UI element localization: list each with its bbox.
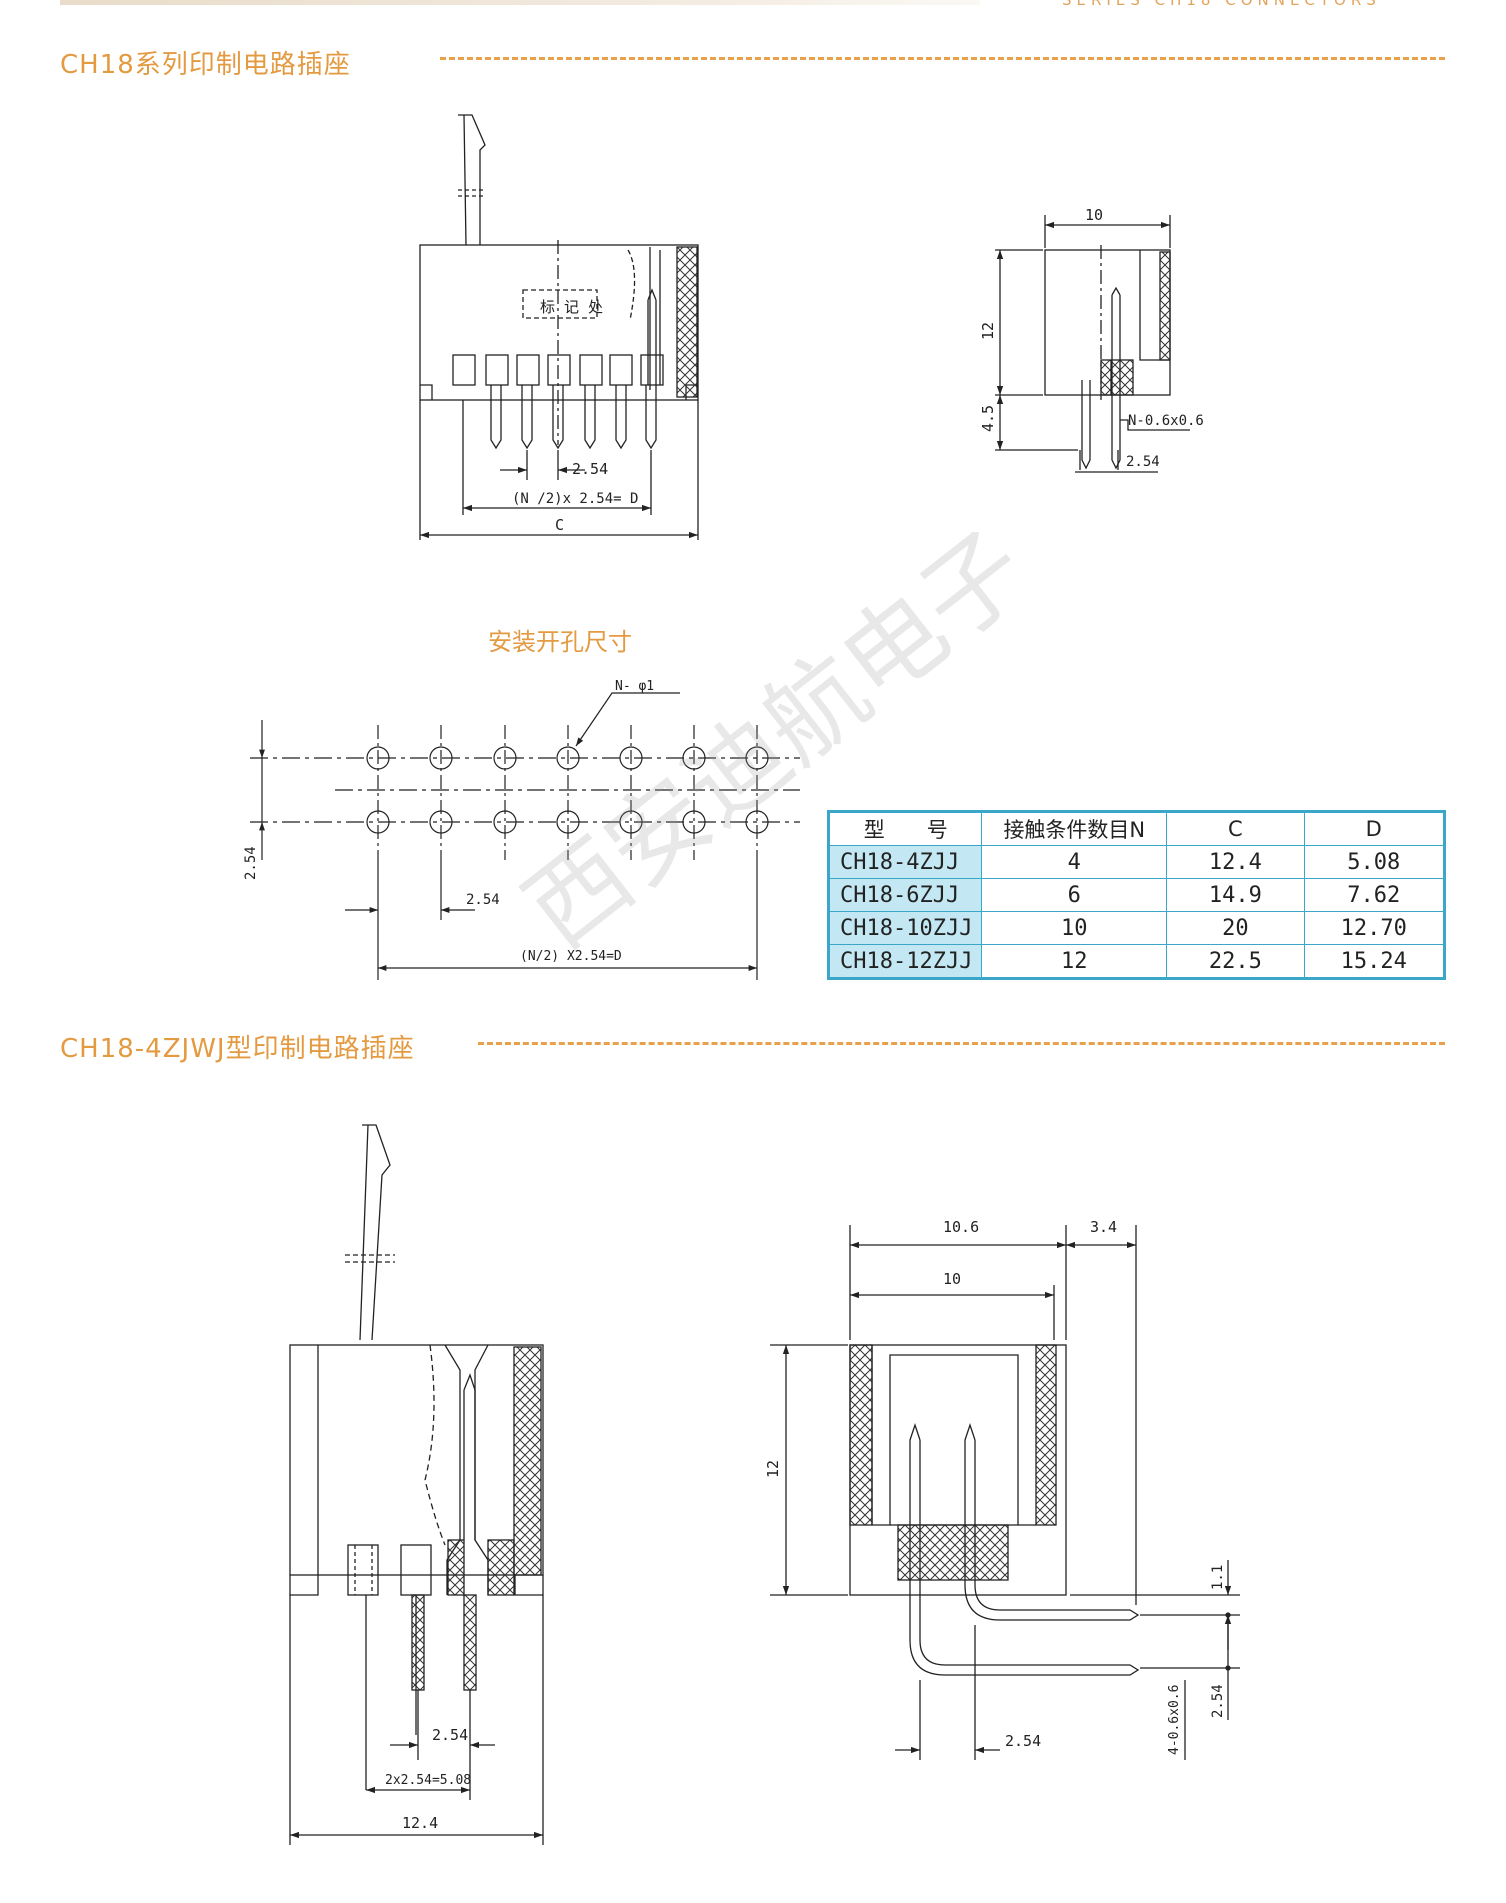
spec-table-header-row: 型 号 接触条件数目N C D	[827, 811, 1446, 846]
s2-front-span: 2x2.54=5.08	[385, 1773, 471, 1788]
table-row: CH18-12ZJJ 12 22.5 15.24	[827, 944, 1446, 979]
s2-side-height: 12	[764, 1460, 782, 1478]
table-row: CH18-10ZJJ 10 20 12.70	[827, 911, 1446, 945]
cell-n: 4	[981, 845, 1168, 879]
cell-d: 7.62	[1303, 878, 1446, 912]
header-model: 型 号	[827, 811, 983, 846]
cell-d: 12.70	[1303, 911, 1446, 945]
s1-marking-label: 标 记 处	[540, 298, 603, 316]
cell-n: 10	[981, 911, 1168, 945]
table-row: CH18-4ZJJ 4 12.4 5.08	[827, 845, 1446, 879]
section1-dash-rule	[440, 57, 1445, 60]
s2-side-gap: 1.1	[1210, 1565, 1226, 1590]
s2-side-outer-width: 10.6	[943, 1218, 979, 1236]
s1-front-pitch: 2.54	[572, 460, 608, 478]
s1-d-formula: (N /2)x 2.54= D	[512, 491, 638, 507]
cell-c: 14.9	[1166, 878, 1305, 912]
section2-dash-rule	[478, 1042, 1445, 1045]
cell-model: CH18-4ZJJ	[827, 845, 983, 879]
s2-side-pitch-bottom: 2.54	[1005, 1732, 1041, 1750]
table-row: CH18-6ZJJ 6 14.9 7.62	[827, 878, 1446, 912]
s1-side-pitch: 2.54	[1126, 454, 1160, 470]
mounting-hole-label: N- φ1	[615, 679, 654, 694]
section2-title: CH18-4ZJWJ型印制电路插座	[60, 1034, 415, 1064]
s2-front-view	[289, 1124, 544, 1845]
s1-side-width: 10	[1085, 206, 1103, 224]
series-header: SERIES CH18 CONNECTORS	[1062, 0, 1381, 9]
section1-title: CH18系列印制电路插座	[60, 50, 351, 80]
header-c: C	[1166, 811, 1305, 846]
cell-model: CH18-6ZJJ	[827, 878, 983, 912]
header-d: D	[1303, 811, 1446, 846]
cell-c: 12.4	[1166, 845, 1305, 879]
mounting-d-formula: (N/2) X2.54=D	[520, 949, 622, 964]
cell-c: 22.5	[1166, 944, 1305, 979]
cell-d: 5.08	[1303, 845, 1446, 879]
mounting-row-pitch: 2.54	[243, 846, 259, 880]
mounting-hole-pattern	[250, 692, 800, 980]
s2-side-view	[770, 1225, 1240, 1760]
mounting-col-pitch: 2.54	[466, 892, 500, 908]
s1-front-view	[419, 114, 699, 540]
s2-front-width: 12.4	[402, 1814, 438, 1832]
s1-side-height: 12	[979, 322, 997, 340]
spec-table: 型 号 接触条件数目N C D CH18-4ZJJ 4 12.4 5.08 CH…	[827, 810, 1446, 980]
s1-side-pin-length: 4.5	[979, 405, 997, 432]
cell-model: CH18-10ZJJ	[827, 911, 983, 945]
s2-side-pin-spec: 4-0.6x0.6	[1167, 1685, 1182, 1755]
cell-d: 15.24	[1303, 944, 1446, 979]
s1-side-pin-spec: N-0.6x0.6	[1128, 413, 1204, 429]
s2-side-offset: 3.4	[1090, 1218, 1117, 1236]
s1-c-label: C	[555, 516, 564, 534]
s1-side-view	[995, 215, 1190, 473]
header-contact-count: 接触条件数目N	[981, 811, 1168, 846]
cell-n: 12	[981, 944, 1168, 979]
s2-front-pitch: 2.54	[432, 1726, 468, 1744]
cell-c: 20	[1166, 911, 1305, 945]
mounting-title: 安装开孔尺寸	[488, 628, 632, 656]
cell-model: CH18-12ZJJ	[827, 944, 983, 979]
s2-side-inner-width: 10	[943, 1270, 961, 1288]
s2-side-pitch: 2.54	[1210, 1684, 1226, 1718]
top-band	[60, 0, 980, 5]
cell-n: 6	[981, 878, 1168, 912]
